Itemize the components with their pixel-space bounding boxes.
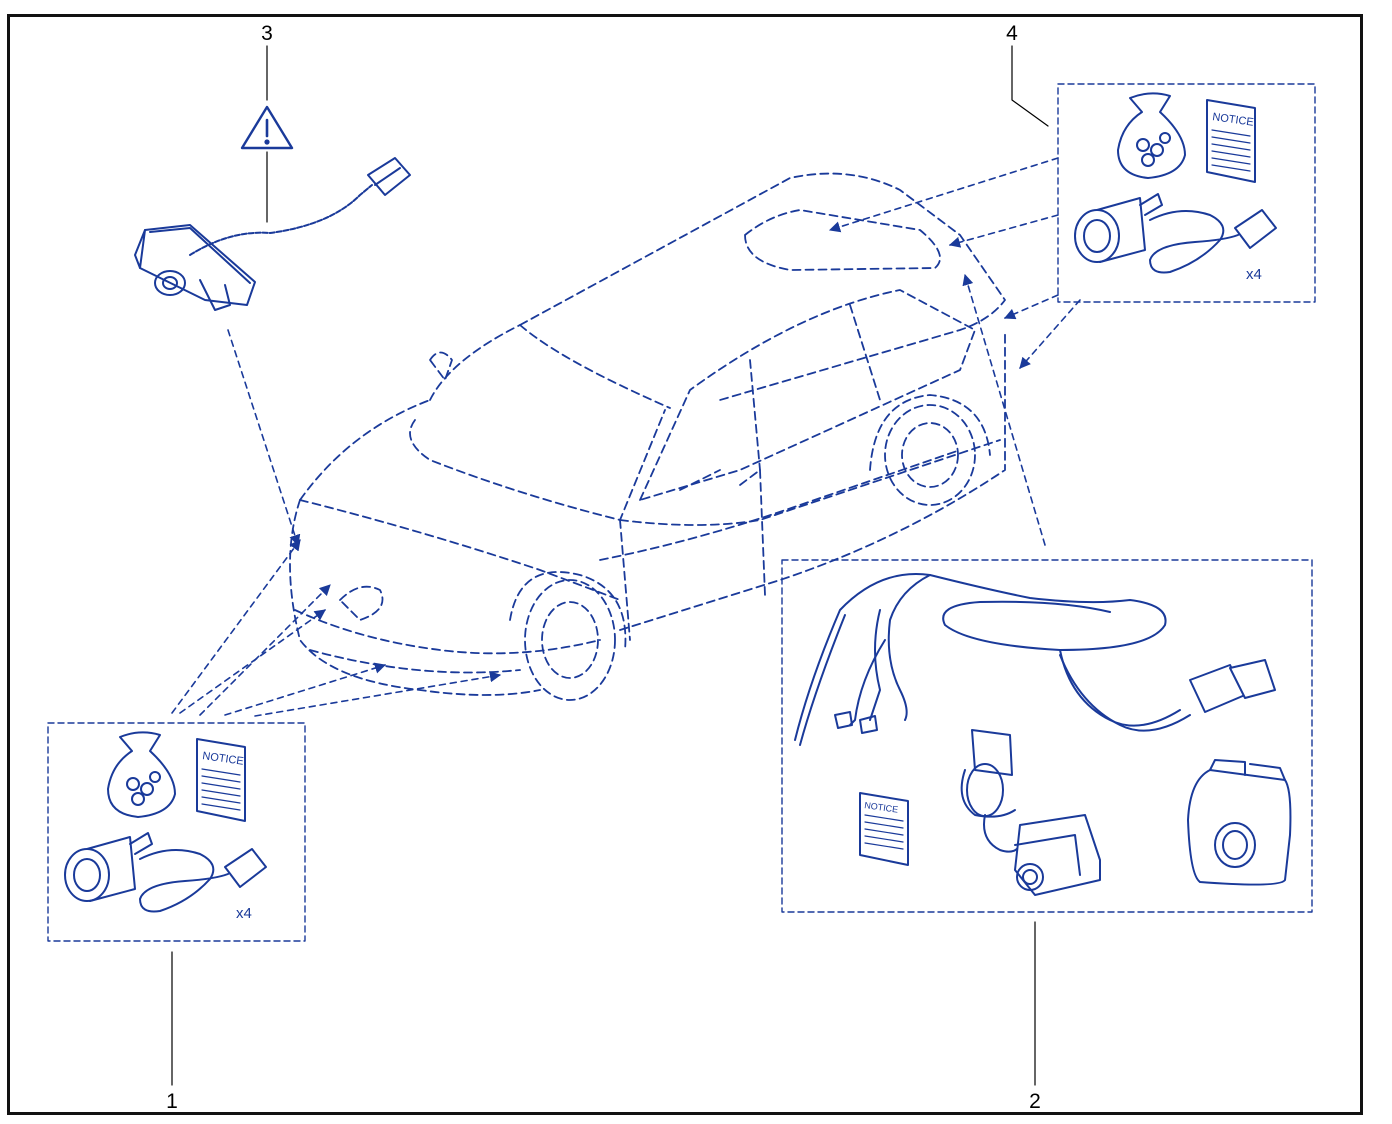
vehicle-outline xyxy=(289,172,1006,701)
notice-label: NOTICE xyxy=(864,800,899,815)
notice-booklet-icon xyxy=(196,738,246,822)
camera-bezel-icon xyxy=(1187,759,1292,886)
kit-4-quantity: x4 xyxy=(1246,266,1262,283)
callout-leaders xyxy=(171,45,1049,1086)
notice-label: NOTICE xyxy=(1212,111,1255,129)
kit-1-quantity: x4 xyxy=(236,905,252,922)
wiring-harness-icon xyxy=(794,573,1276,746)
notice-booklet-icon xyxy=(859,792,909,866)
hardware-bag-icon xyxy=(1117,92,1186,179)
camera-bracket-part xyxy=(134,157,411,311)
hardware-bag-icon xyxy=(107,731,176,818)
notice-booklet-icon xyxy=(1206,99,1256,183)
parking-sensor-icon xyxy=(1074,193,1277,274)
callout-4: 4 xyxy=(1006,22,1018,45)
diagram-frame xyxy=(7,14,1363,1115)
parking-sensor-icon xyxy=(64,832,267,913)
leader-lines xyxy=(171,157,1081,717)
callout-2: 2 xyxy=(1029,1090,1041,1113)
kit-box-2 xyxy=(781,559,1313,913)
notice-label: NOTICE xyxy=(202,750,245,768)
callout-1: 1 xyxy=(166,1090,178,1113)
callout-3: 3 xyxy=(261,22,273,45)
camera-icon xyxy=(960,729,1101,896)
kit-box-4 xyxy=(1057,83,1316,303)
warning-triangle-icon xyxy=(240,105,294,150)
kit-box-1 xyxy=(47,722,306,942)
